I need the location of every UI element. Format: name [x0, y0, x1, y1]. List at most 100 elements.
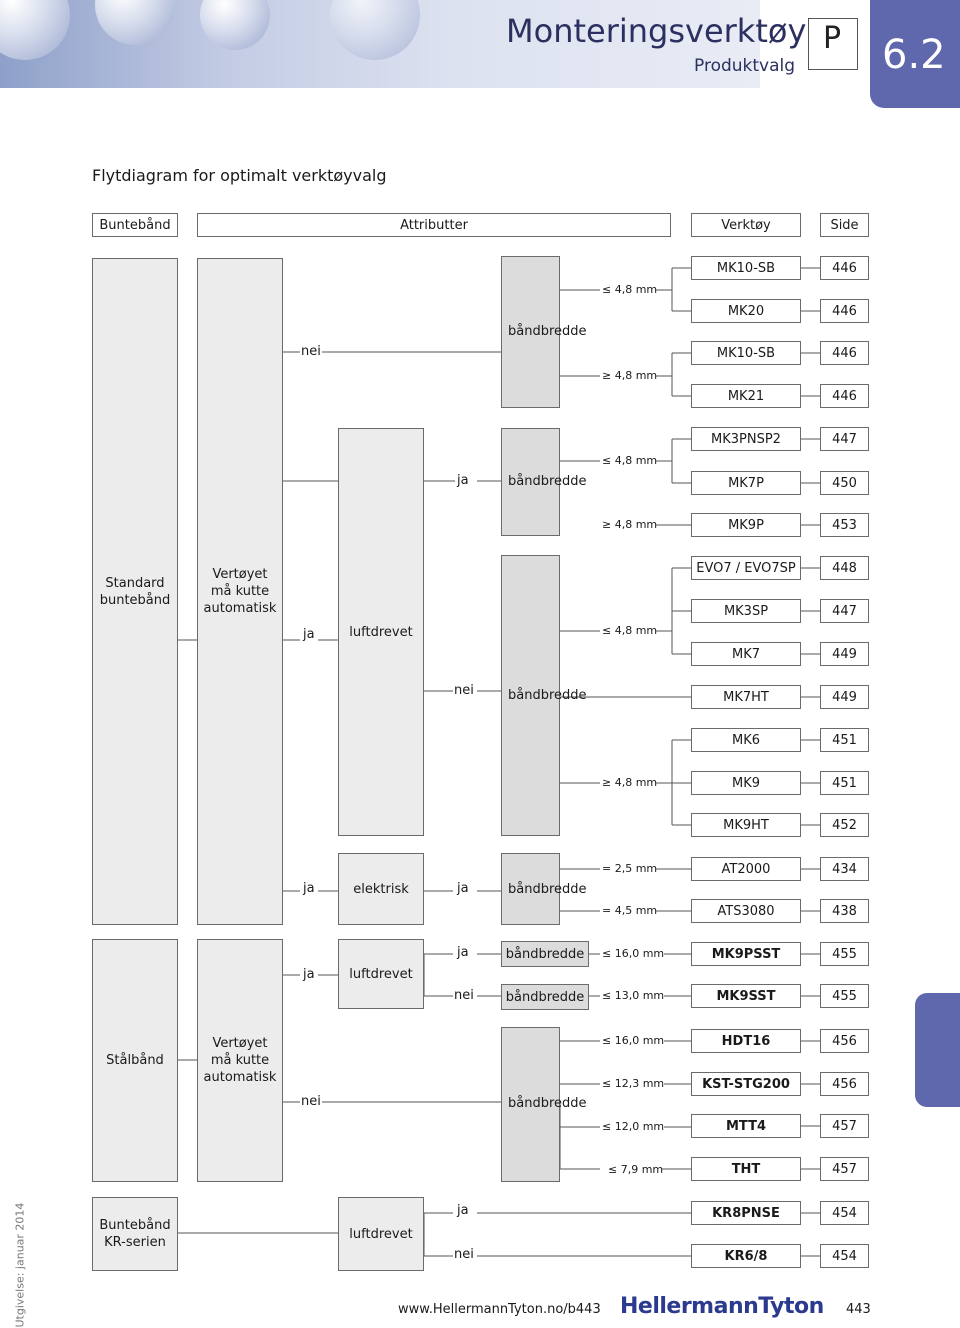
attr-line1: Vertøyet	[212, 567, 268, 582]
attr-vertoyet-auto-standard: Vertøyet må kutte automatisk	[197, 258, 283, 925]
tool-box: THT	[691, 1157, 801, 1181]
page-ref-box[interactable]: 457	[820, 1114, 869, 1138]
attr-label: båndbredde	[508, 1096, 587, 1111]
page-header-title: Monteringsverktøy	[506, 12, 807, 50]
condition-le-7-9: ≤ 7,9 mm	[608, 1163, 664, 1176]
page-ref-box[interactable]: 454	[820, 1201, 869, 1225]
attr-label: luftdrevet	[349, 966, 413, 982]
tool-box: MK9HT	[691, 813, 801, 837]
page-ref-box[interactable]: 454	[820, 1244, 869, 1268]
page-ref-box[interactable]: 456	[820, 1029, 869, 1053]
condition-ge-4-8: ≥ 4,8 mm	[602, 776, 658, 789]
page-ref-box[interactable]: 446	[820, 256, 869, 280]
page-ref-box[interactable]: 457	[820, 1157, 869, 1181]
category-label-line1: Standard	[105, 575, 165, 591]
attr-label: båndbredde	[505, 989, 585, 1005]
page-ref-box[interactable]: 452	[820, 813, 869, 837]
attr-label: båndbredde	[508, 882, 587, 897]
page-ref-box[interactable]: 446	[820, 341, 869, 365]
tool-box: ATS3080	[691, 899, 801, 923]
page-ref-box[interactable]: 451	[820, 771, 869, 795]
answer-nei: nei	[301, 1094, 321, 1109]
page-number: 443	[846, 1302, 871, 1317]
answer-ja: ja	[457, 473, 469, 488]
chapter-side-tab	[915, 993, 960, 1107]
p-letter: P	[823, 21, 842, 56]
condition-le-4-8: ≤ 4,8 mm	[602, 624, 658, 637]
tool-box: MK7HT	[691, 685, 801, 709]
tool-box: MK9P	[691, 513, 801, 537]
attr-baandbredde-2: båndbredde	[501, 428, 587, 536]
category-kr-serien: Buntebånd KR-serien	[92, 1197, 178, 1271]
attr-label: luftdrevet	[349, 624, 413, 640]
tool-box: MK3PNSP2	[691, 427, 801, 451]
attr-line2: må kutte	[210, 584, 270, 599]
answer-nei: nei	[454, 1247, 474, 1262]
brand-logo: HellermannTyton	[620, 1294, 824, 1319]
page-ref-box[interactable]: 446	[820, 299, 869, 323]
page-ref-box[interactable]: 455	[820, 942, 869, 966]
condition-eq-4-5: = 4,5 mm	[602, 904, 658, 917]
page-ref-box[interactable]: 434	[820, 857, 869, 881]
tool-box: MK6	[691, 728, 801, 752]
condition-ge-4-8: ≥ 4,8 mm	[602, 518, 658, 531]
tool-box: MK21	[691, 384, 801, 408]
attr-vertoyet-auto-staal: Vertøyet må kutte automatisk	[197, 939, 283, 1182]
tool-box: MK9PSST	[691, 942, 801, 966]
footer-url[interactable]: www.HellermannTyton.no/b443	[398, 1302, 601, 1317]
page-ref-box[interactable]: 448	[820, 556, 869, 580]
attr-elektrisk: elektrisk	[338, 853, 424, 925]
attr-line1: Vertøyet	[212, 1036, 268, 1051]
attr-baandbredde-4: båndbredde	[501, 853, 587, 925]
attr-line2: må kutte	[210, 1053, 270, 1068]
attr-baandbredde-1: båndbredde	[501, 256, 587, 408]
tool-box: MK3SP	[691, 599, 801, 623]
page-ref-box[interactable]: 446	[820, 384, 869, 408]
tool-box: KR8PNSE	[691, 1201, 801, 1225]
tool-box: MK7	[691, 642, 801, 666]
answer-nei: nei	[454, 683, 474, 698]
page-ref-box[interactable]: 456	[820, 1072, 869, 1096]
page-ref-box[interactable]: 438	[820, 899, 869, 923]
attr-label: båndbredde	[508, 688, 587, 703]
page-ref-box[interactable]: 449	[820, 642, 869, 666]
condition-le-4-8: ≤ 4,8 mm	[602, 283, 658, 296]
condition-le-4-8: ≤ 4,8 mm	[602, 454, 658, 467]
condition-ge-4-8: ≥ 4,8 mm	[602, 369, 658, 382]
header-photo	[0, 0, 760, 88]
page-ref-box[interactable]: 451	[820, 728, 869, 752]
category-standard-buntebaand: Standard buntebånd	[92, 258, 178, 925]
tool-box: KR6/8	[691, 1244, 801, 1268]
answer-ja: ja	[303, 627, 315, 642]
attr-luftdrevet-staal: luftdrevet	[338, 939, 424, 1009]
section-tab	[870, 0, 960, 108]
tool-box: KST-STG200	[691, 1072, 801, 1096]
answer-nei: nei	[454, 988, 474, 1003]
col-header-verktoy: Verktøy	[691, 213, 801, 237]
condition-le-16-0: ≤ 16,0 mm	[602, 1034, 665, 1047]
condition-le-13-0: ≤ 13,0 mm	[602, 989, 665, 1002]
condition-le-12-3: ≤ 12,3 mm	[602, 1077, 665, 1090]
tool-box: AT2000	[691, 857, 801, 881]
page-ref-box[interactable]: 453	[820, 513, 869, 537]
condition-eq-2-5: = 2,5 mm	[602, 862, 658, 875]
answer-nei: nei	[301, 344, 321, 359]
product-selection-icon: P	[808, 18, 858, 70]
attr-luftdrevet-kr: luftdrevet	[338, 1197, 424, 1271]
attr-label: elektrisk	[353, 881, 409, 897]
page-ref-box[interactable]: 447	[820, 427, 869, 451]
attr-baandbredde-3: båndbredde	[501, 555, 587, 836]
answer-ja: ja	[303, 967, 315, 982]
page-ref-box[interactable]: 449	[820, 685, 869, 709]
page-ref-box[interactable]: 455	[820, 984, 869, 1008]
page-ref-box[interactable]: 447	[820, 599, 869, 623]
attr-line3: automatisk	[203, 1070, 277, 1085]
answer-ja: ja	[457, 945, 469, 960]
tool-box: MK9SST	[691, 984, 801, 1008]
attr-luftdrevet-standard: luftdrevet	[338, 428, 424, 836]
page-ref-box[interactable]: 450	[820, 471, 869, 495]
col-header-attributter: Attributter	[197, 213, 671, 237]
page-title: Flytdiagram for optimalt verktøyvalg	[92, 166, 387, 185]
attr-baandbredde-7: båndbredde	[501, 1027, 587, 1182]
attr-label: luftdrevet	[349, 1226, 413, 1242]
